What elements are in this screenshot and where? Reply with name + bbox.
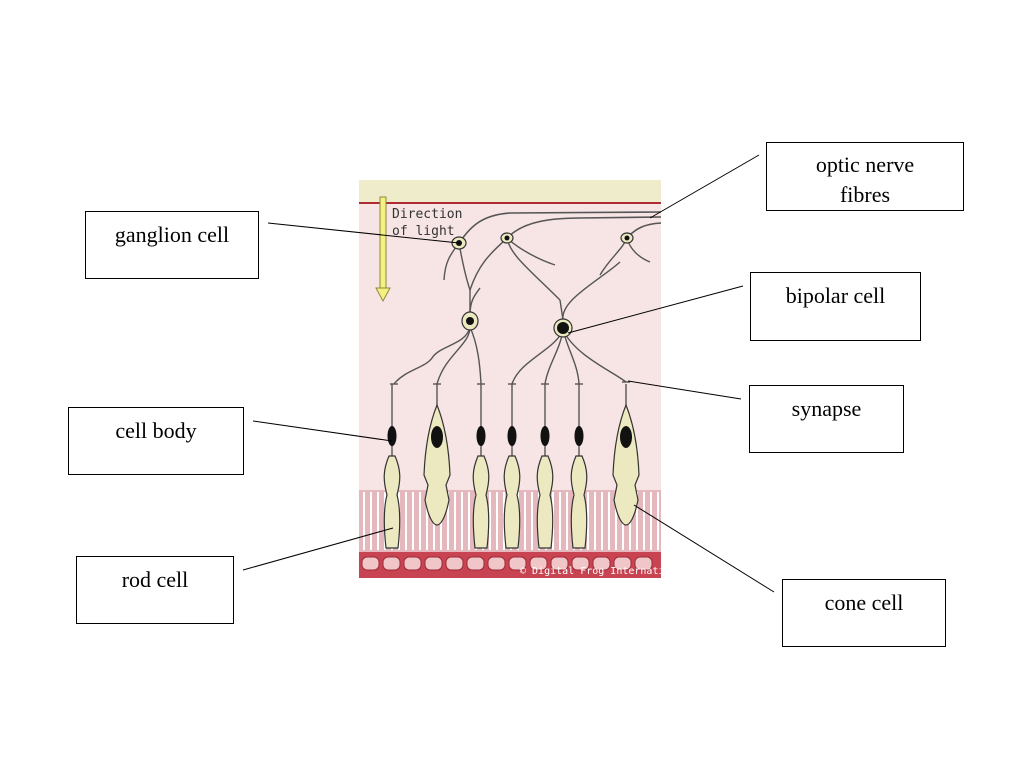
epithelium-cell	[487, 556, 506, 571]
copyright-text: © Digital Frog International	[520, 566, 689, 577]
epithelium-cell	[592, 556, 611, 571]
epithelium-cell	[361, 556, 380, 571]
direction-text-line1: Direction	[392, 207, 462, 222]
epithelium-cell	[571, 556, 590, 571]
label-bipolar-cell: bipolar cell	[750, 272, 921, 341]
label-cone-cell: cone cell	[782, 579, 946, 647]
leader-optic	[649, 154, 760, 219]
leader-bipolar	[567, 285, 744, 334]
leader-synapse	[627, 380, 742, 400]
rod-cell	[503, 384, 521, 549]
epithelium-cell	[466, 556, 485, 571]
epithelium-cell	[403, 556, 422, 571]
rod-cell	[472, 384, 490, 549]
top-band	[359, 180, 661, 202]
epithelium-cell	[529, 556, 548, 571]
label-bipolar-text: bipolar cell	[785, 283, 886, 308]
epithelium-cell	[424, 556, 443, 571]
label-ganglion-cell: ganglion cell	[85, 211, 259, 279]
leader-cell-body	[252, 420, 393, 442]
direction-text-line2: of light	[392, 224, 455, 239]
rod-cell	[570, 384, 588, 549]
leader-cone	[633, 504, 775, 593]
label-synapse-text: synapse	[791, 396, 862, 421]
epithelium-cell	[382, 556, 401, 571]
epithelium-cell	[634, 556, 653, 571]
leader-ganglion	[267, 222, 460, 244]
label-cone-text: cone cell	[824, 590, 904, 615]
label-optic-text-line2: fibres	[839, 182, 891, 207]
epithelium-cell	[445, 556, 464, 571]
leader-lines	[242, 154, 775, 593]
label-rod-cell: rod cell	[76, 556, 234, 624]
light-arrow	[375, 196, 391, 303]
cone-cell	[612, 384, 640, 526]
label-ganglion-text: ganglion cell	[114, 222, 230, 247]
epithelium-cells	[361, 556, 653, 571]
label-rod-text: rod cell	[121, 567, 189, 592]
epithelium-cell	[613, 556, 632, 571]
neuron-somas	[451, 232, 634, 338]
photoreceptors	[383, 384, 640, 549]
label-optic-text-line1: optic nerve	[815, 152, 915, 177]
rod-cell	[536, 384, 554, 549]
epithelium-cell	[508, 556, 527, 571]
label-cell-body: cell body	[68, 407, 244, 475]
epithelium-cell	[550, 556, 569, 571]
cone-cell	[423, 384, 451, 526]
label-optic-nerve-fibres: optic nerve fibres	[766, 142, 964, 211]
label-synapse: synapse	[749, 385, 904, 453]
leader-rod	[242, 527, 394, 571]
label-cell-body-text: cell body	[115, 418, 197, 443]
retina-illustration: Direction of light	[359, 180, 689, 578]
